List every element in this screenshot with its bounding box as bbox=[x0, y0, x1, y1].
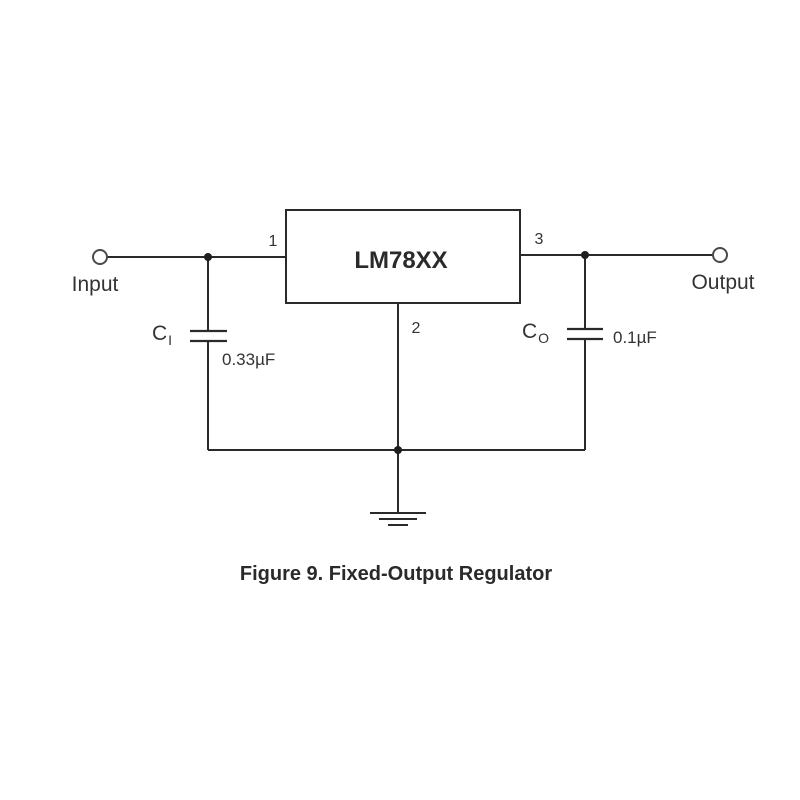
pin-1-label: 1 bbox=[269, 233, 278, 250]
input-label: Input bbox=[72, 273, 119, 296]
input-cap-value: 0.33µF bbox=[222, 350, 275, 369]
input-terminal bbox=[92, 249, 108, 265]
output-cap-name: CO bbox=[522, 320, 549, 346]
output-cap-value: 0.1µF bbox=[613, 328, 657, 347]
pin-2-label: 2 bbox=[412, 320, 421, 337]
output-label: Output bbox=[691, 271, 754, 294]
regulator-box bbox=[285, 209, 521, 304]
output-cap-name-letter: C bbox=[522, 320, 537, 343]
regulator-label: LM78XX bbox=[354, 247, 447, 274]
output-terminal bbox=[712, 247, 728, 263]
output-cap-subscript: O bbox=[538, 330, 549, 346]
ground-junction-node bbox=[394, 446, 402, 454]
input-cap-name: CI bbox=[152, 322, 172, 348]
figure-caption: Figure 9. Fixed-Output Regulator bbox=[240, 563, 552, 585]
pin-3-label: 3 bbox=[535, 231, 544, 248]
input-cap-subscript: I bbox=[168, 332, 172, 348]
input-cap-name-letter: C bbox=[152, 322, 167, 345]
input-junction-node bbox=[204, 253, 212, 261]
output-junction-node bbox=[581, 251, 589, 259]
